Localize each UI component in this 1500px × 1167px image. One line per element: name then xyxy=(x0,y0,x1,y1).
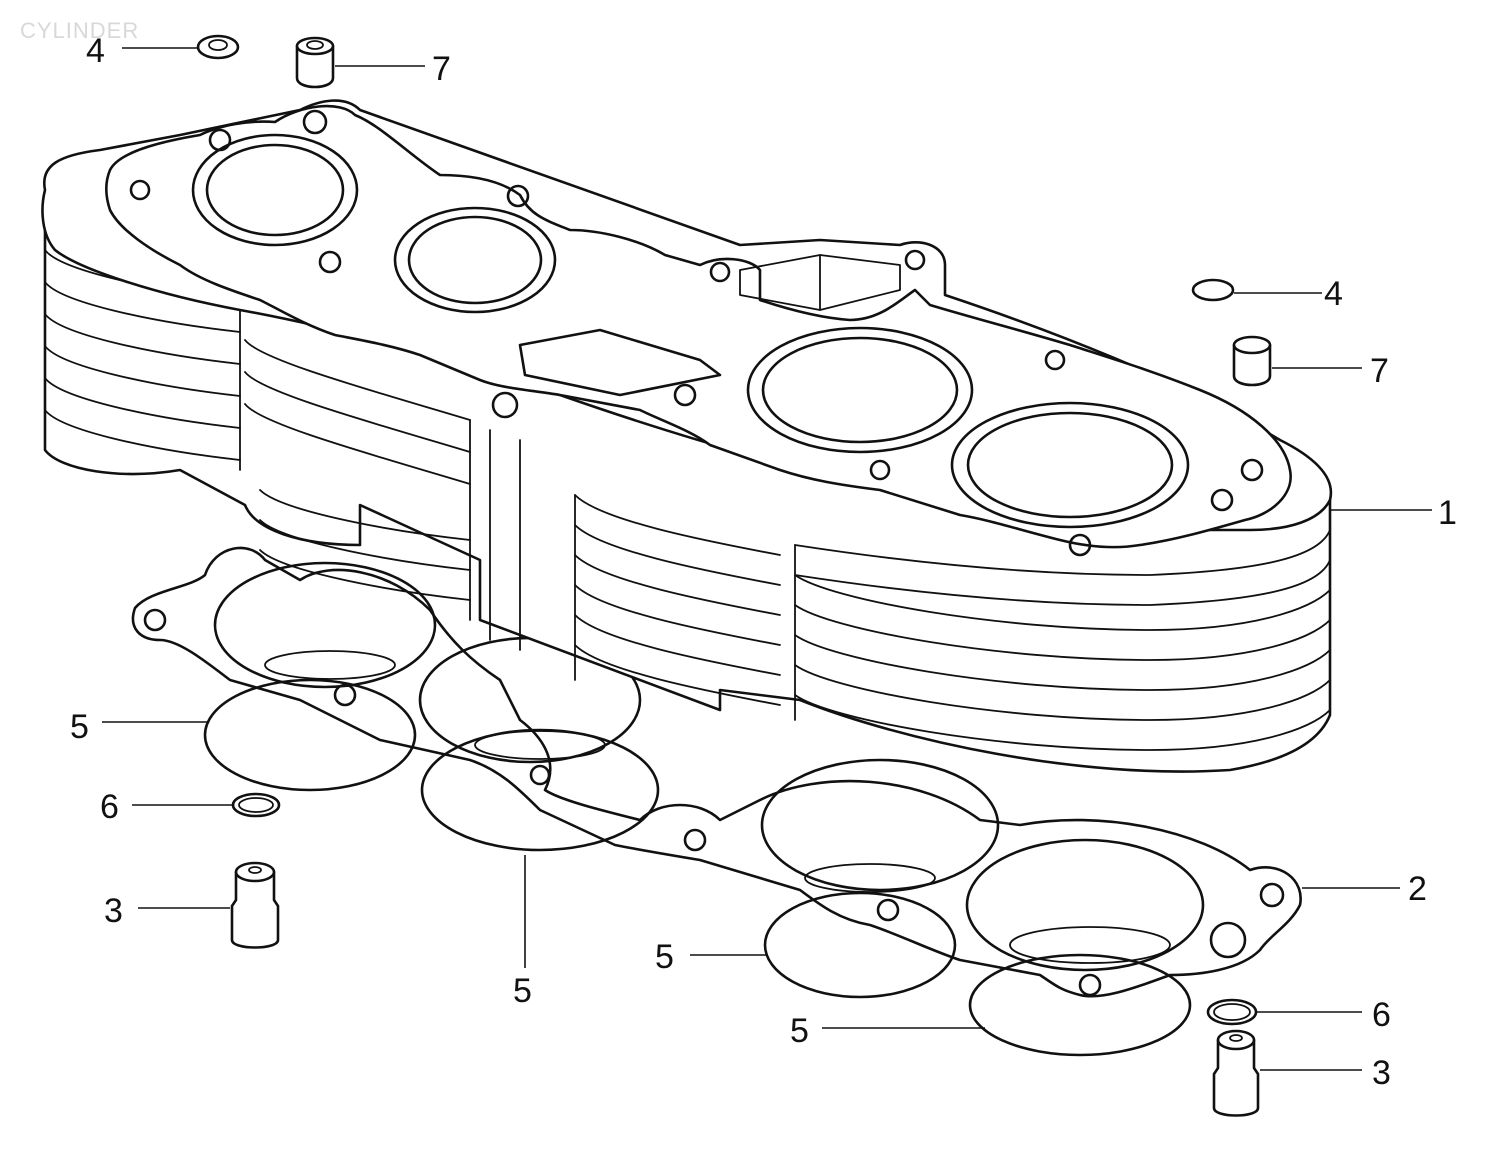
callout-3-right: 3 xyxy=(1372,1054,1391,1092)
callout-6-left: 6 xyxy=(100,788,119,826)
dowel-7-right xyxy=(1232,335,1362,387)
callout-5-left: 5 xyxy=(70,708,89,746)
dowel-pin-3-left xyxy=(138,861,280,949)
washer-4-right xyxy=(1191,278,1322,302)
dowel-pin-3-right xyxy=(1212,1029,1362,1117)
callout-5-bottom: 5 xyxy=(790,1012,809,1050)
callout-4-top: 4 xyxy=(86,32,105,70)
callout-4-right: 4 xyxy=(1324,275,1343,313)
washer-4-top xyxy=(122,34,240,60)
dowel-7-top xyxy=(295,36,425,89)
o-ring-6-left xyxy=(132,792,281,818)
diagram-title: CYLINDER xyxy=(20,18,139,43)
callout-3-left: 3 xyxy=(104,892,123,930)
callout-1: 1 xyxy=(1438,494,1457,532)
callout-7-top: 7 xyxy=(432,50,451,88)
cylinder-block xyxy=(41,99,1333,773)
callout-5-center: 5 xyxy=(513,972,532,1010)
o-ring-3 xyxy=(763,891,957,999)
o-ring-4 xyxy=(968,953,1192,1057)
o-ring-6-right xyxy=(1206,998,1362,1026)
callout-7-right: 7 xyxy=(1370,352,1389,390)
callout-6-right: 6 xyxy=(1372,996,1391,1034)
callout-2: 2 xyxy=(1408,870,1427,908)
o-ring-2 xyxy=(420,728,660,852)
o-ring-1 xyxy=(203,678,417,792)
base-gasket xyxy=(131,546,1302,1057)
callout-5-lower: 5 xyxy=(655,938,674,976)
